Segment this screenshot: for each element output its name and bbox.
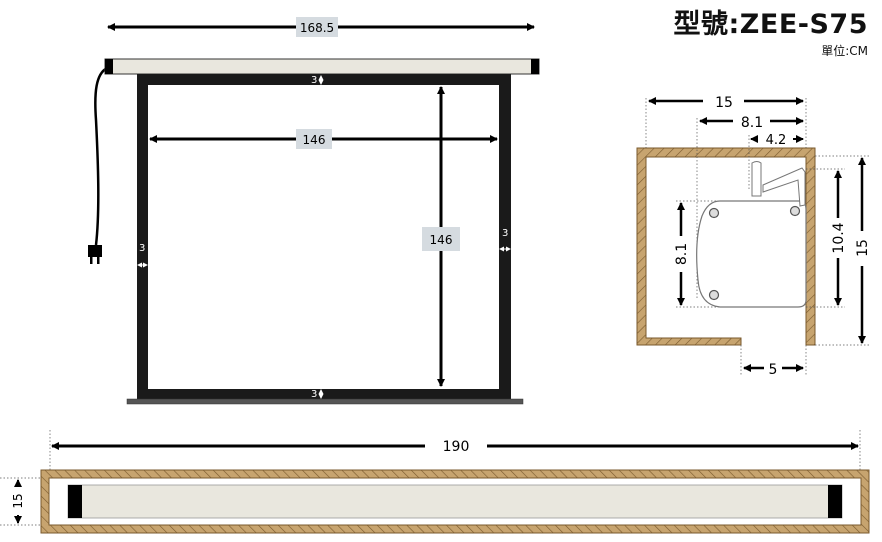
outer-height-label: 15 (855, 239, 871, 257)
side-housing (636, 147, 816, 346)
bottom-case (67, 484, 843, 519)
border-left-label: 3 (139, 243, 145, 254)
inner-height-label: 10.4 (831, 222, 847, 253)
motor-housing (696, 200, 807, 308)
screen-width-label: 146 (303, 133, 326, 147)
power-cord (94, 66, 108, 246)
bracket-offset-label: 4.2 (766, 133, 787, 148)
outer-width-label: 15 (715, 95, 733, 111)
total-width-label: 168.5 (300, 21, 334, 35)
case-end-left (105, 59, 113, 74)
bottom-housing (40, 469, 870, 534)
front-view: 168.5 3 3 3 3 146 146 (88, 17, 540, 405)
screw-icon (789, 205, 801, 217)
plug-icon (88, 245, 102, 264)
border-bottom-label: 3 (311, 389, 317, 400)
opening-label: 5 (769, 362, 778, 378)
bottom-view: 190 15 (0, 430, 870, 534)
roller-case (104, 58, 540, 75)
screen-height-label: 146 (430, 233, 453, 247)
side-view: 15 8.1 4.2 8.1 10.4 15 5 (636, 95, 871, 378)
housing-height-label: 8.1 (674, 243, 690, 265)
depth-label: 15 (11, 493, 25, 508)
bottom-bar (126, 398, 524, 405)
total-width-label-bg (296, 17, 338, 37)
border-right-label: 3 (502, 228, 508, 239)
inner-width-label: 8.1 (741, 115, 763, 131)
case-end-right (531, 59, 539, 74)
border-top-label: 3 (311, 75, 317, 86)
screw-icon (708, 289, 720, 301)
model-title: 型號:ZEE-S75 (673, 9, 868, 40)
total-length-label: 190 (443, 439, 470, 455)
screw-icon (708, 207, 720, 219)
unit-label: 單位:CM (821, 44, 868, 58)
